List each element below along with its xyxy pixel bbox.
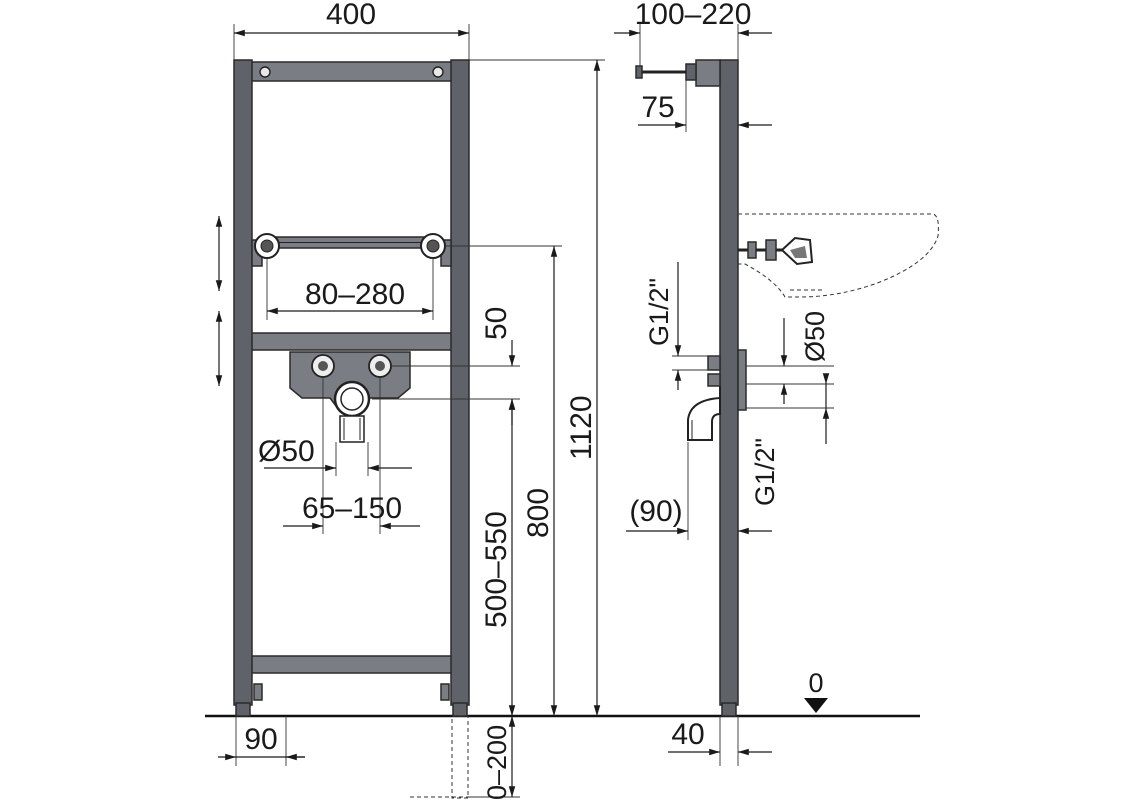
dim-drain-diameter-side: Ø50 — [800, 311, 830, 362]
floor-level-marker — [804, 698, 828, 713]
dim-crossbar-spacing: 80–280 — [305, 278, 405, 311]
foot-extension-dashed — [451, 715, 469, 799]
dim-foot-adjust: 0–200 — [482, 725, 512, 800]
dim-total-height: 1120 — [565, 395, 598, 460]
dim-thread-bottom: G1/2" — [750, 438, 780, 506]
side-drain-elbow — [687, 386, 721, 441]
dim-thread-top: G1/2" — [644, 278, 674, 346]
side-view: 100–220 75 G1/2" Ø50 G1/2" (90) 0 — [614, 0, 939, 766]
dim-drain-diameter-front: Ø50 — [258, 435, 315, 468]
dim-total-width: 400 — [326, 0, 376, 31]
dim-foot-width: 90 — [244, 723, 277, 756]
right-foot-bracket — [440, 683, 450, 701]
dim-mount-height: 500–550 — [480, 511, 513, 628]
front-view: 400 80–280 50 Ø50 65–150 500–550 800 — [215, 0, 605, 800]
top-left-bolt — [259, 66, 271, 78]
dim-height-offset: 50 — [480, 307, 513, 340]
dim-foot-depth: 40 — [671, 718, 704, 751]
wall-anchor-plate — [685, 63, 697, 81]
sink-outline — [738, 213, 939, 298]
dim-bracket-depth: 75 — [641, 91, 674, 124]
side-post — [719, 59, 739, 706]
left-foot-bracket — [253, 683, 263, 701]
wall-bracket — [695, 59, 721, 87]
left-foot — [235, 702, 251, 717]
right-post — [450, 59, 470, 706]
side-foot — [721, 702, 737, 717]
side-connection-block — [737, 349, 747, 411]
top-right-bolt — [432, 66, 444, 78]
floor-level-label: 0 — [808, 668, 823, 698]
dim-drain-spacing: 65–150 — [302, 492, 402, 525]
left-post — [233, 59, 253, 706]
dim-drain-depth: (90) — [629, 495, 682, 528]
dim-depth-range: 100–220 — [635, 0, 752, 31]
dim-connection-height: 800 — [522, 488, 555, 538]
bottom-crossbar — [235, 655, 469, 674]
right-foot — [452, 702, 468, 717]
middle-crossbar — [235, 332, 469, 351]
